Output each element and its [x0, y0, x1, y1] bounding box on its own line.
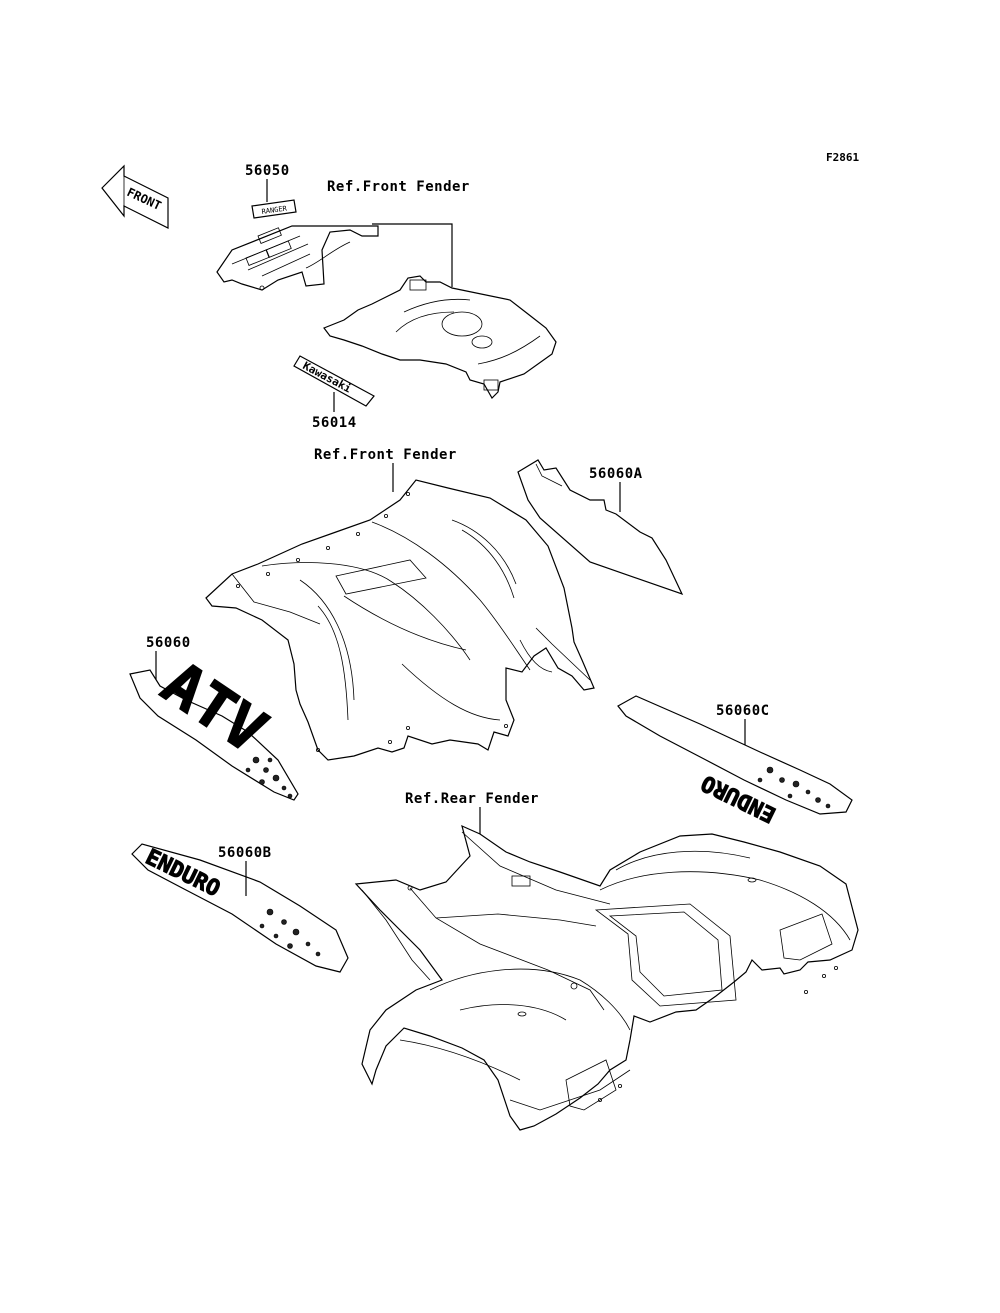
label-ref-front-fender-mid: Ref.Front Fender [314, 447, 457, 463]
leader-ref-front-fender-top [372, 223, 453, 287]
label-ref-rear-fender: Ref.Rear Fender [405, 791, 539, 807]
decal-56060A [517, 459, 684, 596]
label-56060B: 56060B [218, 845, 272, 861]
front-fender [205, 479, 595, 761]
camo-pattern-56060C [757, 766, 831, 809]
front-fender-upper [323, 275, 557, 399]
figure-id: F2861 [826, 151, 859, 164]
front-arrow-icon: FRONT [101, 164, 169, 229]
decal-56050: RANGER [251, 199, 297, 219]
svg-text:RANGER: RANGER [261, 204, 288, 216]
label-56060A: 56060A [589, 466, 643, 482]
camo-pattern-56060 [245, 756, 293, 799]
decal-56060B: ENDURO [131, 843, 349, 973]
label-56060C: 56060C [716, 703, 770, 719]
label-ref-front-fender-top: Ref.Front Fender [327, 179, 470, 195]
label-56050: 56050 [245, 163, 290, 179]
front-carrier [216, 225, 379, 291]
label-56060: 56060 [146, 635, 191, 651]
label-56014: 56014 [312, 415, 357, 431]
decal-56060: ATV [129, 648, 299, 801]
camo-pattern-56060B [259, 908, 321, 957]
decal-56014-text: Kawasaki [301, 359, 354, 396]
rear-fender [354, 824, 859, 1131]
